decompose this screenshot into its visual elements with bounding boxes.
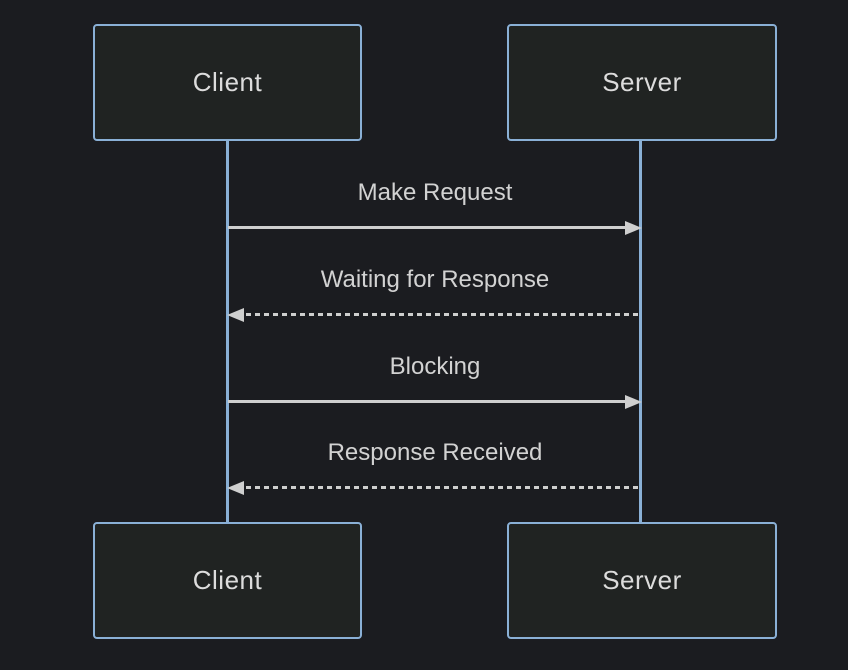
- message-label: Waiting for Response: [320, 266, 550, 293]
- actor-label-server-bottom: Server: [602, 565, 682, 595]
- actor-box-client-bottom: Client: [93, 522, 362, 639]
- message-line-dashed: [246, 486, 642, 489]
- arrowhead-left-icon: [227, 481, 244, 495]
- actor-label-server-top: Server: [602, 67, 682, 97]
- actor-box-client-top: Client: [93, 24, 362, 141]
- actor-box-server-top: Server: [507, 24, 777, 141]
- actor-label-client-top: Client: [192, 67, 263, 97]
- message-label: Make Request: [357, 179, 513, 206]
- message-label: Blocking: [389, 353, 481, 380]
- lifeline-client: [226, 140, 229, 522]
- lifeline-server: [639, 140, 642, 522]
- arrowhead-left-icon: [227, 308, 244, 322]
- message-line-solid: [228, 400, 628, 403]
- arrowhead-right-icon: [625, 221, 642, 235]
- arrowhead-right-icon: [625, 395, 642, 409]
- message-line-dashed: [246, 313, 642, 316]
- message-line-solid: [228, 226, 628, 229]
- actor-box-server-bottom: Server: [507, 522, 777, 639]
- actor-label-client-bottom: Client: [192, 565, 263, 595]
- message-label: Response Received: [327, 439, 543, 466]
